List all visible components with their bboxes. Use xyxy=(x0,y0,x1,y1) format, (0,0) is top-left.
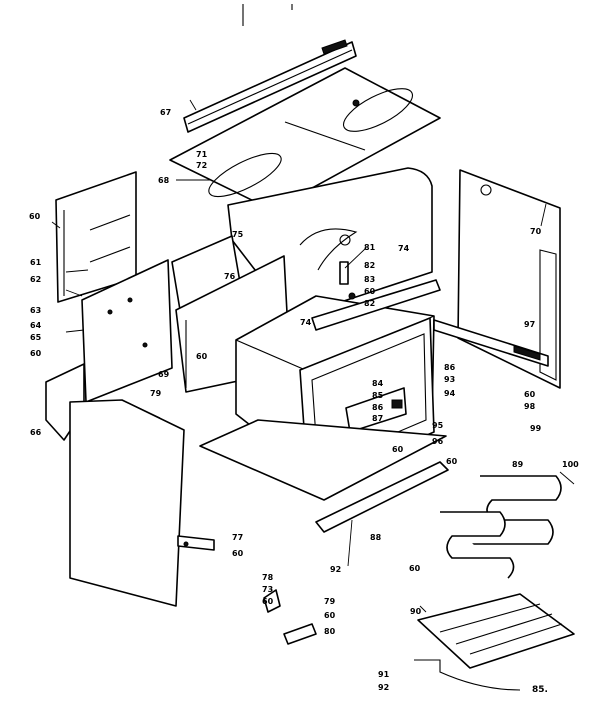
callout: 78 xyxy=(262,573,274,582)
part-67-top-trim[interactable] xyxy=(183,39,357,133)
callout: 60 xyxy=(409,564,421,573)
callout: 80 xyxy=(324,627,336,636)
part-68-cooktop[interactable] xyxy=(169,67,441,211)
callout: 84 xyxy=(372,379,384,388)
callout: 89 xyxy=(512,460,524,469)
callout: 74 xyxy=(300,318,312,327)
callout: 93 xyxy=(444,375,455,384)
callout: 72 xyxy=(196,161,207,170)
callout: 60 xyxy=(29,212,41,221)
callout: 92 xyxy=(330,565,341,574)
callout: 60 xyxy=(30,349,42,358)
part-90-rack[interactable] xyxy=(417,593,575,669)
callout: 63 xyxy=(30,306,41,315)
part-97-rail[interactable] xyxy=(433,319,549,367)
callout: 99 xyxy=(530,424,542,433)
callout: 60 xyxy=(446,457,458,466)
callout: 97 xyxy=(524,320,535,329)
callout: 66 xyxy=(30,428,42,437)
callout: 86 xyxy=(444,363,456,372)
callout: 100 xyxy=(562,460,579,469)
part-96-bottom-plate[interactable] xyxy=(199,419,447,501)
callout: 96 xyxy=(432,437,444,446)
callout: 79 xyxy=(324,597,336,606)
callouts: 67 71 72 68 60 61 62 63 64 65 60 66 75 7… xyxy=(29,108,579,695)
callout: 73 xyxy=(262,585,273,594)
part-77-bracket[interactable] xyxy=(177,535,215,551)
callout: 62 xyxy=(30,275,41,284)
callout: 65 xyxy=(30,333,42,342)
callout: 69 xyxy=(158,370,170,379)
callout: 61 xyxy=(30,258,42,267)
callout: 77 xyxy=(232,533,243,542)
part-100-broil-element[interactable] xyxy=(440,511,515,579)
callout: 92 xyxy=(378,683,389,692)
callout: 60 xyxy=(392,445,404,454)
callout: 64 xyxy=(30,321,42,330)
part-63-side-panel-large[interactable] xyxy=(69,399,185,607)
callout: 98 xyxy=(524,402,536,411)
callout: 86 xyxy=(372,403,384,412)
callout: 75 xyxy=(232,230,244,239)
callout: 87 xyxy=(372,414,383,423)
part-80-clip[interactable] xyxy=(283,623,317,645)
callout: 79 xyxy=(150,389,162,398)
part-78-knob[interactable] xyxy=(263,589,281,613)
callout: 71 xyxy=(196,150,208,159)
callout: 60 xyxy=(232,549,244,558)
callout: 68 xyxy=(158,176,170,185)
callout: 60 xyxy=(196,352,208,361)
callout: 83 xyxy=(364,275,375,284)
callout: 94 xyxy=(444,389,456,398)
part-91-hook[interactable] xyxy=(414,659,521,691)
part-97-rear-right-panel[interactable] xyxy=(457,169,561,389)
callout: 82 xyxy=(364,299,375,308)
callout: 90 xyxy=(410,607,422,616)
callout: 60 xyxy=(364,287,376,296)
diagram-code: 85. xyxy=(532,685,548,695)
callout: 60 xyxy=(324,611,336,620)
callout: 74 xyxy=(398,244,410,253)
callout: 88 xyxy=(370,533,382,542)
leader-lines xyxy=(51,99,575,613)
callout: 70 xyxy=(530,227,542,236)
callout: 67 xyxy=(160,108,171,117)
callout: 82 xyxy=(364,261,375,270)
callout: 76 xyxy=(224,272,236,281)
callout: 91 xyxy=(378,670,390,679)
part-81-bulb[interactable] xyxy=(339,261,356,300)
callout: 95 xyxy=(432,421,444,430)
part-74-brace[interactable] xyxy=(311,279,441,331)
callout: 60 xyxy=(524,390,536,399)
callout: 85 xyxy=(372,391,384,400)
part-88-front-rail[interactable] xyxy=(315,461,449,533)
callout: 60 xyxy=(262,597,274,606)
callout: 81 xyxy=(364,243,376,252)
